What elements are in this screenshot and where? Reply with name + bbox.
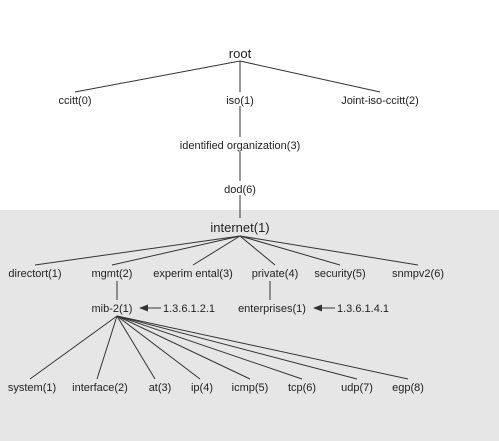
node-dod: dod(6) <box>224 184 256 196</box>
mib2-oid-label: 1.3.6.1.2.1 <box>163 303 215 315</box>
node-egp: egp(8) <box>392 382 424 394</box>
edge-mib2-egp <box>116 315 409 380</box>
edge-mib2-icmp <box>116 315 251 380</box>
node-private: private(4) <box>252 268 298 280</box>
node-mib2: mib-2(1) <box>92 303 133 315</box>
edge-root-joint <box>239 60 381 93</box>
arrow-head-enterprises <box>313 304 322 312</box>
node-snmpv2: snmpv2(6) <box>392 268 444 280</box>
edge-mib2-interface <box>96 315 118 380</box>
node-enterprises: enterprises(1) <box>238 303 306 315</box>
edge-internet-security <box>239 235 341 266</box>
internet-subtree-region <box>0 210 499 441</box>
node-experimental: experim ental(3) <box>153 268 232 280</box>
node-system: system(1) <box>8 382 56 394</box>
node-security: security(5) <box>314 268 365 280</box>
node-directory: directort(1) <box>8 268 61 280</box>
node-icmp: icmp(5) <box>232 382 269 394</box>
node-internet: internet(1) <box>210 220 269 235</box>
edge-mib2-tcp <box>116 315 303 380</box>
edge-mib2-at <box>116 315 156 380</box>
edge-internet-mgmt <box>111 235 241 266</box>
edge-internet-snmpv2 <box>239 235 419 266</box>
edge-mib2-udp <box>116 315 358 380</box>
edge-internet-experimental <box>192 235 241 266</box>
edge-root-ccitt <box>74 60 241 93</box>
edge-internet-private <box>239 235 276 266</box>
node-root: root <box>229 46 252 61</box>
node-ccitt: ccitt(0) <box>59 95 92 107</box>
edge-mib2-ip <box>116 315 201 380</box>
edge-mib2-system <box>29 315 118 380</box>
node-interface: interface(2) <box>72 382 128 394</box>
enterprises-oid-label: 1.3.6.1.4.1 <box>337 303 389 315</box>
node-at: at(3) <box>149 382 172 394</box>
edge-internet-directory <box>34 235 241 266</box>
node-tcp: tcp(6) <box>288 382 316 394</box>
node-mgmt: mgmt(2) <box>92 268 133 280</box>
node-iso: iso(1) <box>226 95 254 107</box>
arrow-head-mib2 <box>139 304 148 312</box>
node-joint-iso-ccitt: Joint-iso-ccitt(2) <box>341 95 419 107</box>
node-ip: ip(4) <box>191 382 213 394</box>
node-udp: udp(7) <box>341 382 373 394</box>
node-identified-organization: identified organization(3) <box>180 140 300 152</box>
